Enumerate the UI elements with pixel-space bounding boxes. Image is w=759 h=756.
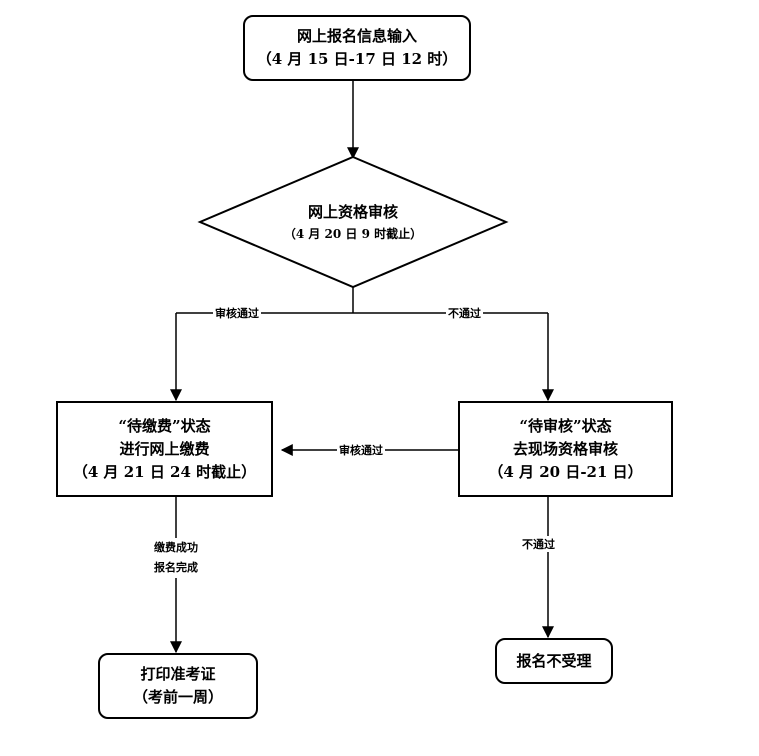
pending-dates: （4 月 20 日-21 日）: [488, 462, 643, 481]
pay-node: “待缴费”状态 进行网上缴费 （4 月 21 日 24 时截止）: [56, 401, 273, 497]
review-date: （4 月 20 日 9 时截止）: [283, 226, 423, 241]
start-node: 网上报名信息输入 （4 月 15 日-17 日 12 时）: [243, 15, 471, 81]
pay-deadline: （4 月 21 日 24 时截止）: [72, 462, 257, 481]
edge-label-pay-success-line2: 报名完成: [154, 561, 198, 574]
pay-status: “待缴费”状态: [118, 416, 211, 435]
edge-label-onsite-pass: 审核通过: [337, 442, 385, 458]
start-date: （4 月 15 日-17 日 12 时）: [256, 50, 458, 68]
reject-node: 报名不受理: [495, 638, 613, 684]
review-node: 网上资格审核 （4 月 20 日 9 时截止）: [200, 157, 506, 287]
start-title: 网上报名信息输入: [296, 27, 417, 45]
pending-status: “待审核”状态: [519, 416, 612, 435]
edge-label-pay-success-line1: 缴费成功: [154, 541, 198, 554]
edge-label-onsite-fail: 不通过: [520, 536, 557, 552]
edge-label-review-fail: 不通过: [446, 305, 483, 321]
reject-title: 报名不受理: [516, 651, 592, 670]
review-title: 网上资格审核: [307, 202, 398, 221]
print-title: 打印准考证: [140, 665, 216, 683]
pending-node: “待审核”状态 去现场资格审核 （4 月 20 日-21 日）: [458, 401, 673, 497]
print-node: 打印准考证 （考前一周）: [98, 653, 258, 719]
pay-action: 进行网上缴费: [119, 439, 210, 458]
print-timing: （考前一周）: [132, 688, 223, 706]
pending-action: 去现场资格审核: [512, 439, 618, 458]
edge-label-pay-success: 缴费成功 报名完成: [136, 538, 216, 578]
edge-label-review-pass: 审核通过: [213, 305, 261, 321]
